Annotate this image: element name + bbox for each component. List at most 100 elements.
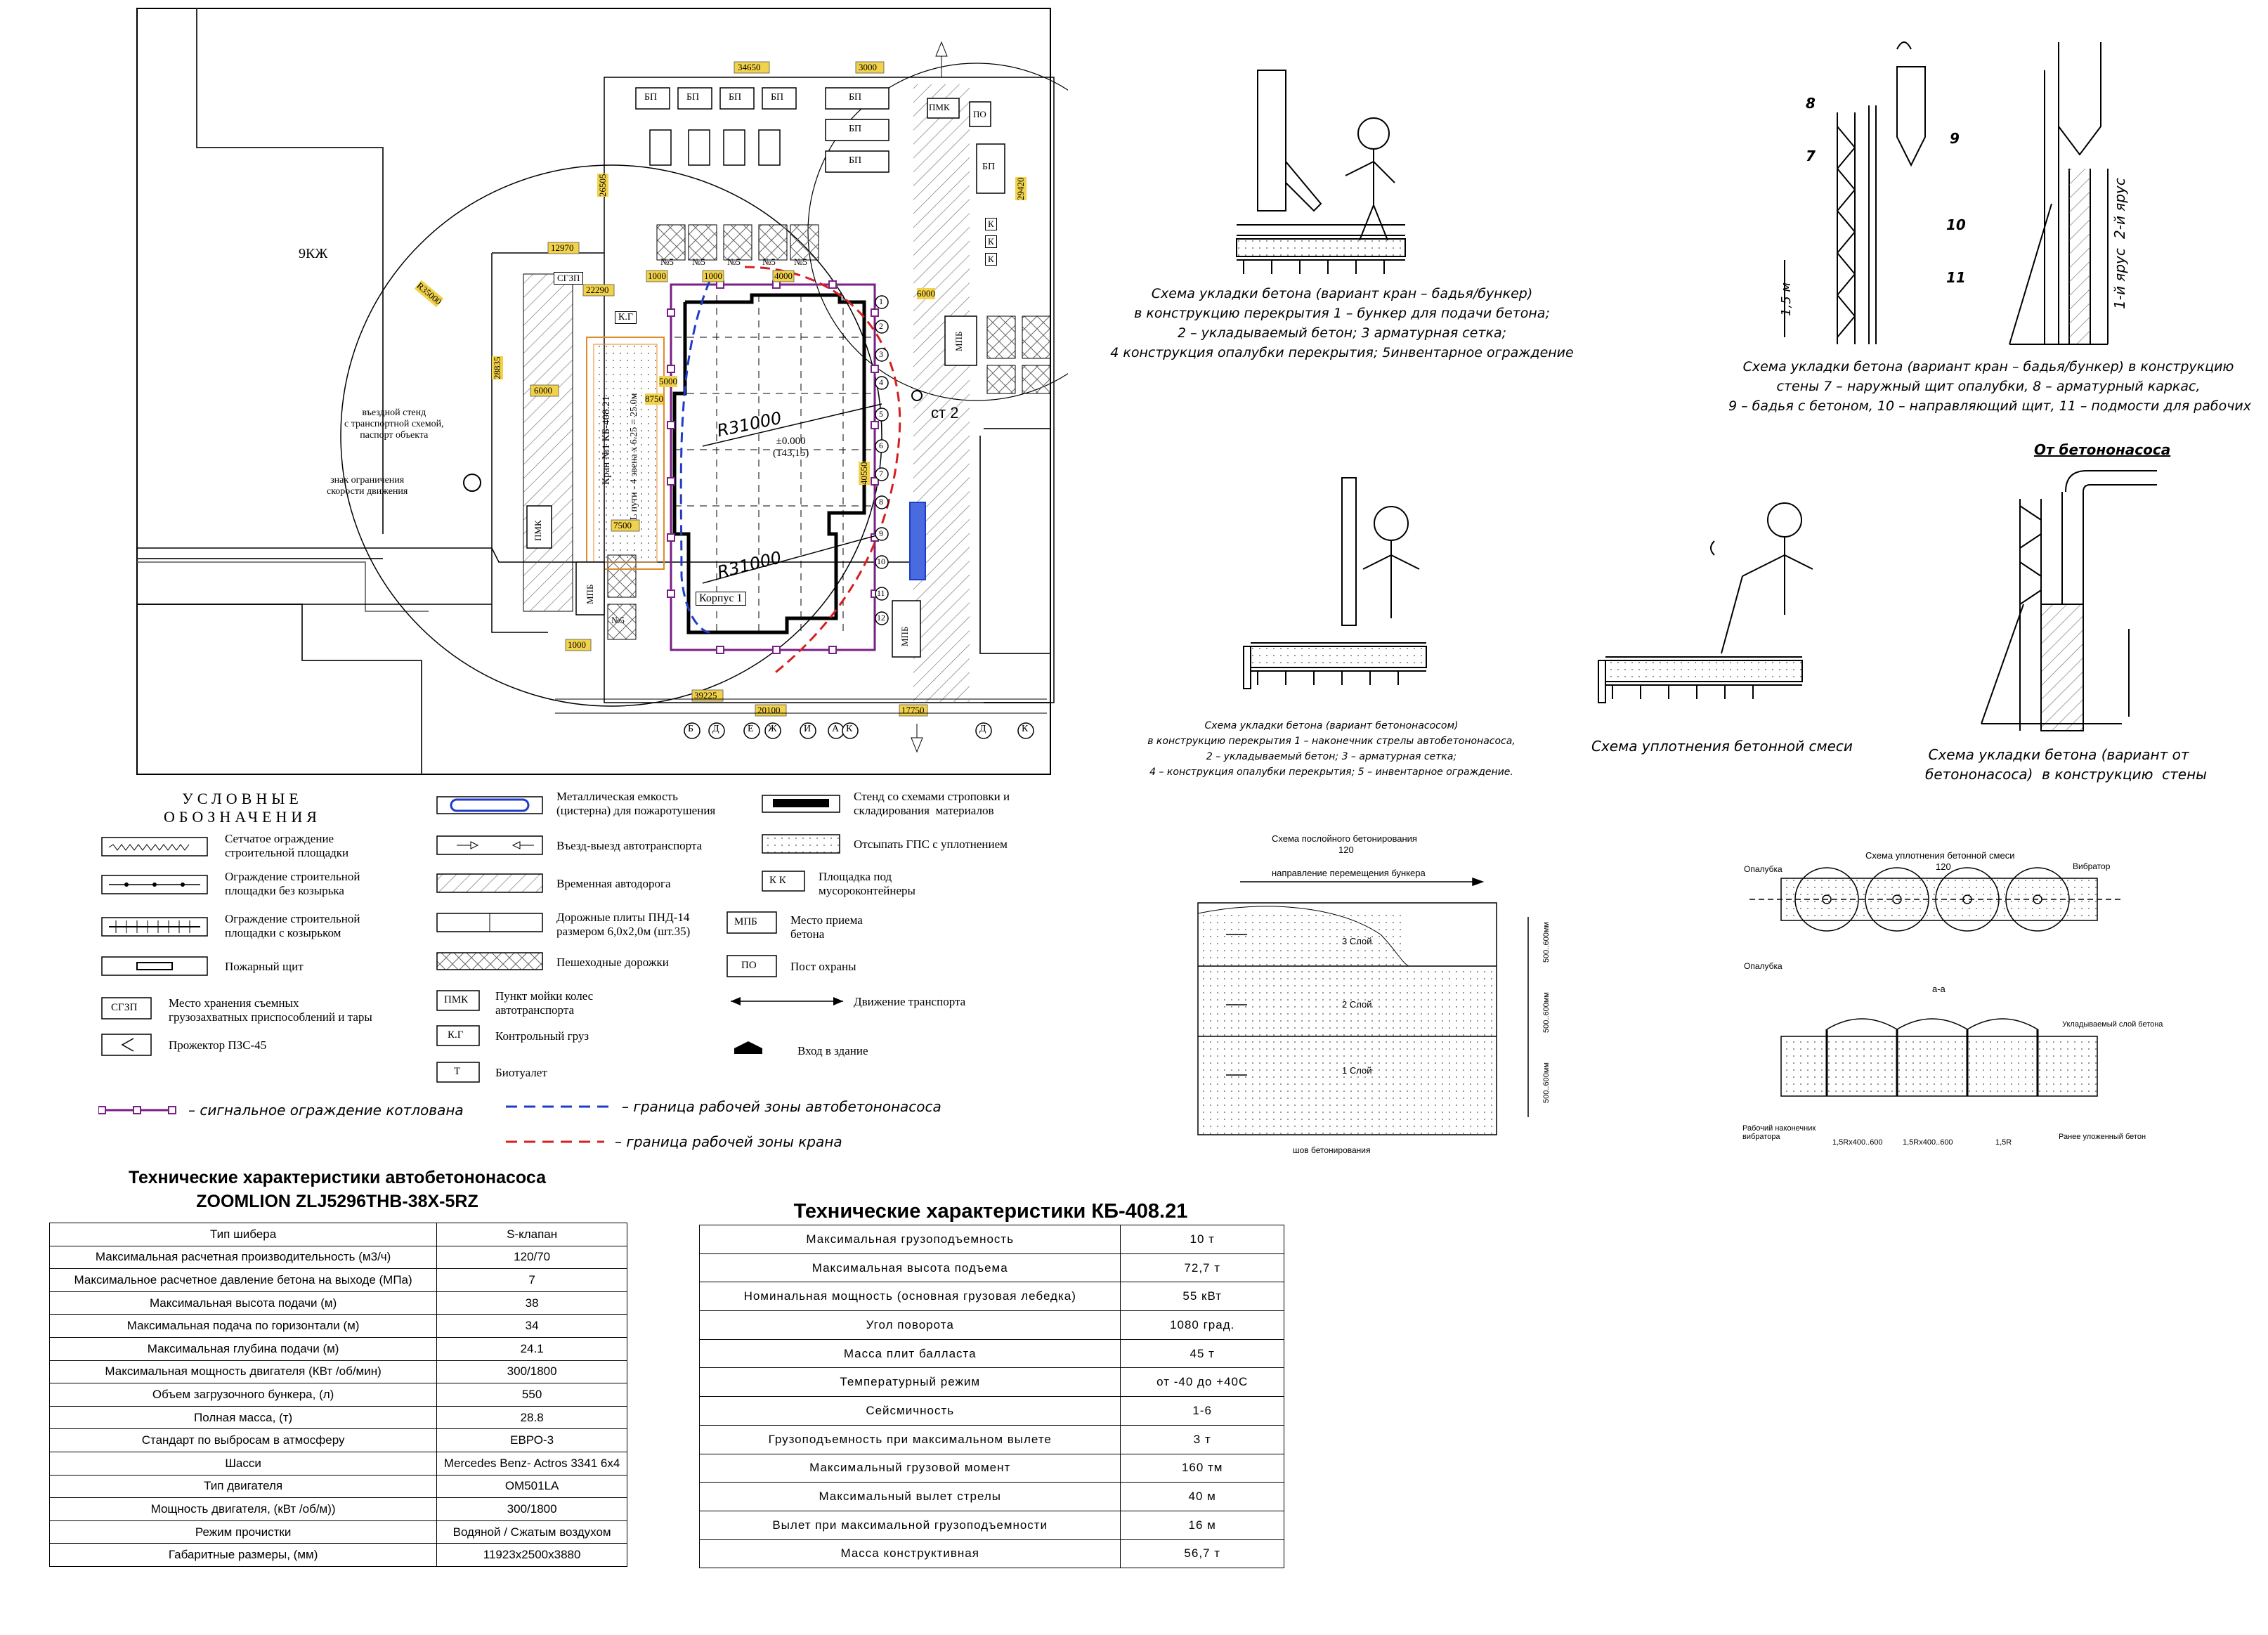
- layer-dim-1: 500..600мм: [1542, 922, 1551, 963]
- pump-spec-row: Максимальная расчетная производительност…: [48, 1245, 627, 1270]
- dim-1000-c: 1000: [568, 639, 586, 650]
- wall-label-11: 11: [1946, 269, 1966, 286]
- pump-spec-value: OM501LA: [436, 1474, 627, 1499]
- pmk-box-2: ПМК: [533, 520, 543, 541]
- pump-spec-param: Максимальное расчетное давление бетона н…: [48, 1268, 438, 1292]
- crane-spec-param: Номинальная мощность (основная грузовая …: [698, 1282, 1121, 1312]
- dim-4000: 4000: [774, 271, 793, 281]
- layer-2: 2 Слой: [1342, 999, 1372, 1010]
- pump-spec-param: Максимальная мощность двигателя (КВт /об…: [48, 1360, 438, 1384]
- crane-spec-value: 3 т: [1120, 1424, 1284, 1454]
- mpb-box-3: МПБ: [585, 584, 595, 604]
- axis-r-10: 10: [877, 556, 885, 566]
- crane-spec-param: Максимальный грузовой момент: [698, 1453, 1121, 1483]
- vib-dim-3: 1,5R: [1995, 1138, 2012, 1147]
- pump-spec-param: Шасси: [48, 1451, 438, 1476]
- scheme-vibration: [1749, 867, 2122, 1097]
- layer-3: 3 Слой: [1342, 936, 1372, 946]
- axis-k-2: К: [1022, 724, 1029, 734]
- dim-3000: 3000: [859, 62, 877, 72]
- bp-label-7: БП: [849, 155, 862, 166]
- pump-spec-value: 24.1: [436, 1336, 627, 1361]
- vib-dim-1: 1,5Rх400..600: [1832, 1138, 1883, 1147]
- pump-spec-param: Тип шибера: [48, 1223, 438, 1246]
- pump-spec-row: Полная масса, (т)28.8: [48, 1405, 627, 1430]
- legend-label-gps: Отсыпать ГПС с уплотнением: [854, 838, 1008, 851]
- bp-label-6: БП: [849, 124, 862, 134]
- level-label: ±0.000 (143,15): [773, 436, 809, 459]
- dim-1000-a: 1000: [648, 271, 666, 281]
- pump-spec-value: 28.8: [436, 1405, 627, 1430]
- pump-spec-param: Максимальная высота подачи (м): [48, 1291, 438, 1315]
- legend-label-kg: Контрольный груз: [495, 1029, 589, 1043]
- pump-spec-param: Мощность двигателя, (кВт /об/м)): [48, 1497, 438, 1521]
- pump-spec-value: S-клапан: [436, 1223, 627, 1246]
- legend: УСЛОВНЫЕ ОБОЗНАЧЕНИЯ: [98, 787, 1082, 1124]
- dim-26505: 26505: [597, 174, 608, 197]
- axis-r-12: 12: [877, 613, 885, 623]
- pump-spec-row: Максимальная высота подачи (м)38: [48, 1291, 627, 1315]
- traffic-icon: [731, 997, 843, 1005]
- pmk-box: ПМК: [929, 102, 950, 112]
- vib-prev: Ранее уложенный бетон: [2059, 1133, 2146, 1141]
- crane-spec-value: 72,7 т: [1120, 1253, 1284, 1283]
- axis-r-4: 4: [879, 377, 883, 387]
- vib-dim-2: 1,5Rх400..600: [1903, 1138, 1953, 1147]
- pump-spec-param: Максимальная подача по горизонтали (м): [48, 1314, 438, 1338]
- k-label-3: К: [985, 253, 997, 266]
- crane-spec-value: 16 м: [1120, 1510, 1284, 1540]
- legend-tag-pmk: ПМК: [444, 994, 469, 1005]
- legend-label-stand: Стенд со схемами строповки и складирован…: [854, 790, 1010, 817]
- pump-spec-row: Максимальная глубина подачи (м)24.1: [48, 1336, 627, 1361]
- pump-spec-row: Габаритные размеры, (мм)11923x2500x3880: [48, 1543, 627, 1567]
- dim-34650: 34650: [738, 62, 761, 72]
- axis-r-7: 7: [879, 469, 883, 478]
- pump-spec-param: Тип двигателя: [48, 1474, 438, 1499]
- legend-icons: [98, 795, 843, 1114]
- pump-specs-title-2: ZOOMLION ZLJ5296THB-38X-5RZ: [196, 1192, 478, 1211]
- scheme-wall-pump: [1981, 470, 2157, 731]
- stand-icon: [762, 795, 840, 813]
- dim-5000: 5000: [659, 376, 677, 387]
- pump-spec-row: Максимальная подача по горизонтали (м)34: [48, 1314, 627, 1338]
- no5-label-4: №5: [762, 256, 776, 267]
- crane-spec-value: 160 тм: [1120, 1453, 1284, 1483]
- vib-title: Схема уплотнения бетонной смеси: [1865, 850, 2015, 861]
- legend-label-fire-shield: Пожарный щит: [225, 960, 304, 973]
- layer-seam: шов бетонирования: [1293, 1145, 1371, 1155]
- crane-spec-param: Максимальный вылет стрелы: [698, 1482, 1121, 1511]
- dim-20100: 20100: [757, 705, 781, 715]
- layer-1: 1 Слой: [1342, 1065, 1372, 1076]
- axis-r-11: 11: [877, 588, 885, 598]
- pump-spec-param: Режим прочистки: [48, 1520, 438, 1544]
- legend-label-pmk: Пункт мойки колес автотранспорта: [495, 989, 594, 1017]
- dim-17750: 17750: [901, 705, 925, 715]
- pump-spec-value: 34: [436, 1314, 627, 1338]
- pump-spec-row: Максимальное расчетное давление бетона н…: [48, 1268, 627, 1292]
- dim-8750: 8750: [645, 393, 663, 405]
- crane-spec-value: от -40 до +40С: [1120, 1367, 1284, 1398]
- pump-spec-value: 7: [436, 1268, 627, 1292]
- legend-label-sgzp: Место хранения съемных грузозахватных пр…: [169, 996, 372, 1024]
- scheme-caption-3: Схема укладки бетона (вариант бетононасо…: [1147, 720, 1516, 778]
- legend-label-po: Пост охраны: [790, 960, 856, 973]
- pump-spec-row: Максимальная мощность двигателя (КВт /об…: [48, 1360, 627, 1384]
- legend-tag-po: ПО: [741, 960, 757, 971]
- legend-label-crane-zone: – граница рабочей зоны крана: [615, 1133, 842, 1150]
- scheme-caption-2: Схема укладки бетона (вариант кран – бад…: [1728, 359, 2252, 414]
- layer-title: Схема послойного бетонирования: [1272, 833, 1417, 844]
- building-9kzh-label: 9КЖ: [299, 246, 328, 261]
- site-plan: 9КЖ Корпус 1 Кран №1 КБ-408.21 L пути - …: [0, 0, 1068, 780]
- fire-shield-icon: [101, 956, 208, 976]
- legend-label-entry-exit: Въезд-выезд автотранспорта: [556, 839, 703, 852]
- bp-label-8: БП: [982, 162, 996, 172]
- wall-label-10: 10: [1946, 216, 1966, 233]
- axis-zh: Ж: [768, 724, 777, 734]
- legend-label-projector: Прожектор ПЗС-45: [169, 1038, 267, 1052]
